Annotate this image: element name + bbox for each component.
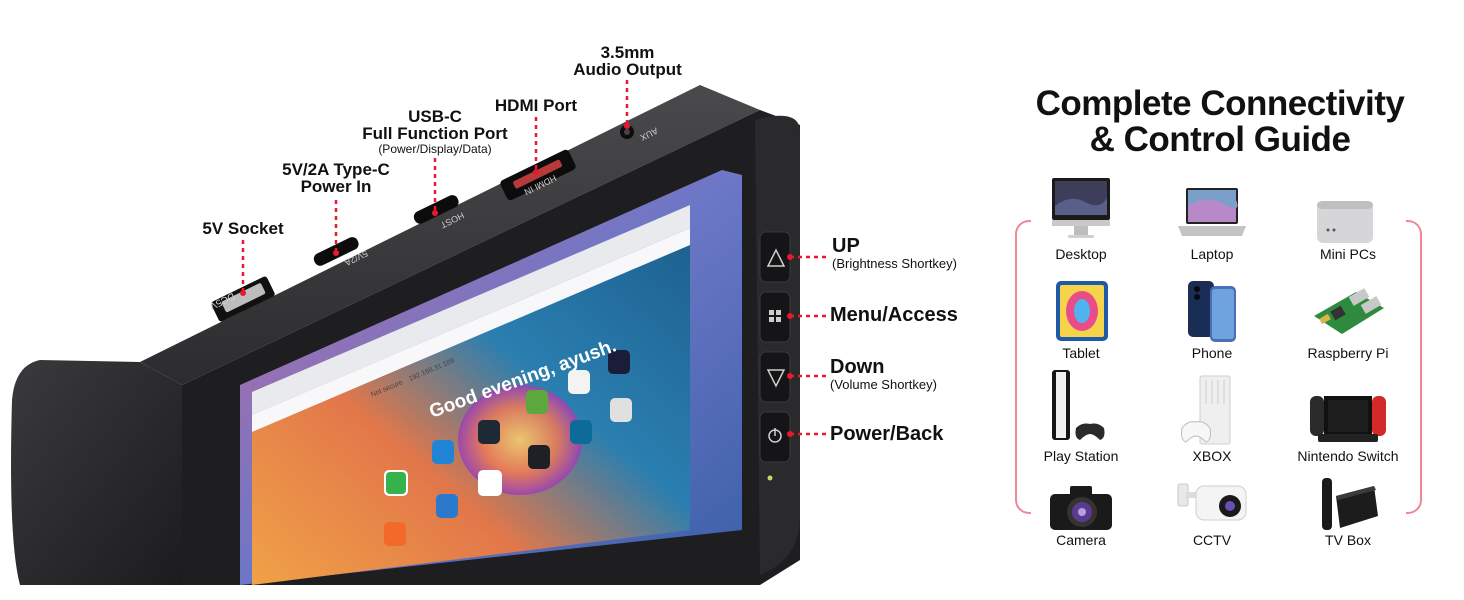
menu-button: [759, 291, 791, 343]
laptop-icon: [1178, 188, 1246, 236]
nintendo-switch-icon: [1310, 396, 1386, 442]
device-label-tablet: Tablet: [1062, 345, 1100, 361]
typec-line1: 5V/2A Type-C: [282, 160, 390, 179]
desktop-icon: [1052, 178, 1110, 238]
right-bracket: [1406, 220, 1422, 514]
power-label: Power/Back: [830, 423, 944, 445]
socket-label: 5V Socket: [202, 219, 284, 238]
playstation-icon: [1052, 370, 1105, 440]
screen-app-icons: [384, 350, 632, 546]
down-title: Down: [830, 356, 885, 378]
browser-tabbar: [252, 205, 690, 415]
device-label-cctv: CCTV: [1192, 532, 1232, 548]
tv-box-icon: [1322, 478, 1378, 530]
left-bracket: [1015, 220, 1031, 514]
guide-title-line1: Complete Connectivity: [1035, 84, 1405, 123]
mini-pc-icon: [1317, 201, 1373, 243]
up-sub: (Brightness Shortkey): [832, 256, 957, 271]
usbc-line1: USB-C: [408, 107, 462, 126]
browser-urlbar: [252, 228, 690, 432]
device-label-camera: Camera: [1056, 532, 1106, 548]
menu-label: Menu/Access: [830, 304, 958, 326]
power-button: [759, 411, 791, 463]
status-led: [767, 475, 773, 481]
device-label-mini-pcs: Mini PCs: [1319, 246, 1376, 262]
camera-icon: [1050, 486, 1112, 530]
screen-app-window: [252, 205, 690, 585]
typec-power-label: 5V/2A Type-C Power In: [266, 161, 406, 195]
up-title: UP: [832, 235, 860, 257]
guide-title-line2: & Control Guide: [1089, 120, 1351, 159]
tablet-icon: [1056, 281, 1108, 341]
device-label-laptop: Laptop: [1190, 246, 1234, 262]
audio-output-label: 3.5mm Audio Output: [560, 44, 695, 78]
typec-line2: Power In: [300, 177, 372, 196]
device-illustration: DC5V 5V/2A HOST HDMI IN AUX Good evening…: [11, 80, 828, 585]
xbox-icon: [1181, 375, 1231, 445]
hdmi-port-label-callout: HDMI Port: [494, 96, 578, 115]
down-button: [759, 351, 791, 403]
device-label-playstation: Play Station: [1043, 448, 1119, 464]
device-label-desktop: Desktop: [1055, 246, 1107, 262]
audio-line1: 3.5mm: [600, 43, 655, 62]
down-sub: (Volume Shortkey): [830, 377, 937, 392]
device-label-phone: Phone: [1191, 345, 1233, 361]
screen-orb: [458, 385, 582, 495]
device-label-nintendo-switch: Nintendo Switch: [1297, 448, 1399, 464]
usbc-sub: (Power/Display/Data): [378, 142, 492, 156]
device-label-xbox: XBOX: [1192, 448, 1232, 464]
device-side-panel: [755, 115, 800, 575]
raspberry-pi-icon: [1314, 288, 1384, 334]
device-label-raspberry-pi: Raspberry Pi: [1307, 345, 1389, 361]
device-label-tv-box: TV Box: [1325, 532, 1371, 548]
up-label: UP (Brightness Shortkey): [832, 236, 957, 271]
device-top-face: [140, 85, 760, 385]
up-button: [759, 231, 791, 283]
guide-title: Complete Connectivity & Control Guide: [1010, 86, 1430, 158]
audio-line2: Audio Output: [573, 60, 682, 79]
phone-icon: [1188, 281, 1236, 342]
device-back-shell: [11, 360, 182, 585]
usbc-line2: Full Function Port: [362, 124, 508, 143]
usbc-port-label-callout: USB-C Full Function Port (Power/Display/…: [360, 108, 510, 156]
cctv-icon: [1177, 483, 1247, 521]
down-label: Down (Volume Shortkey): [830, 357, 937, 392]
